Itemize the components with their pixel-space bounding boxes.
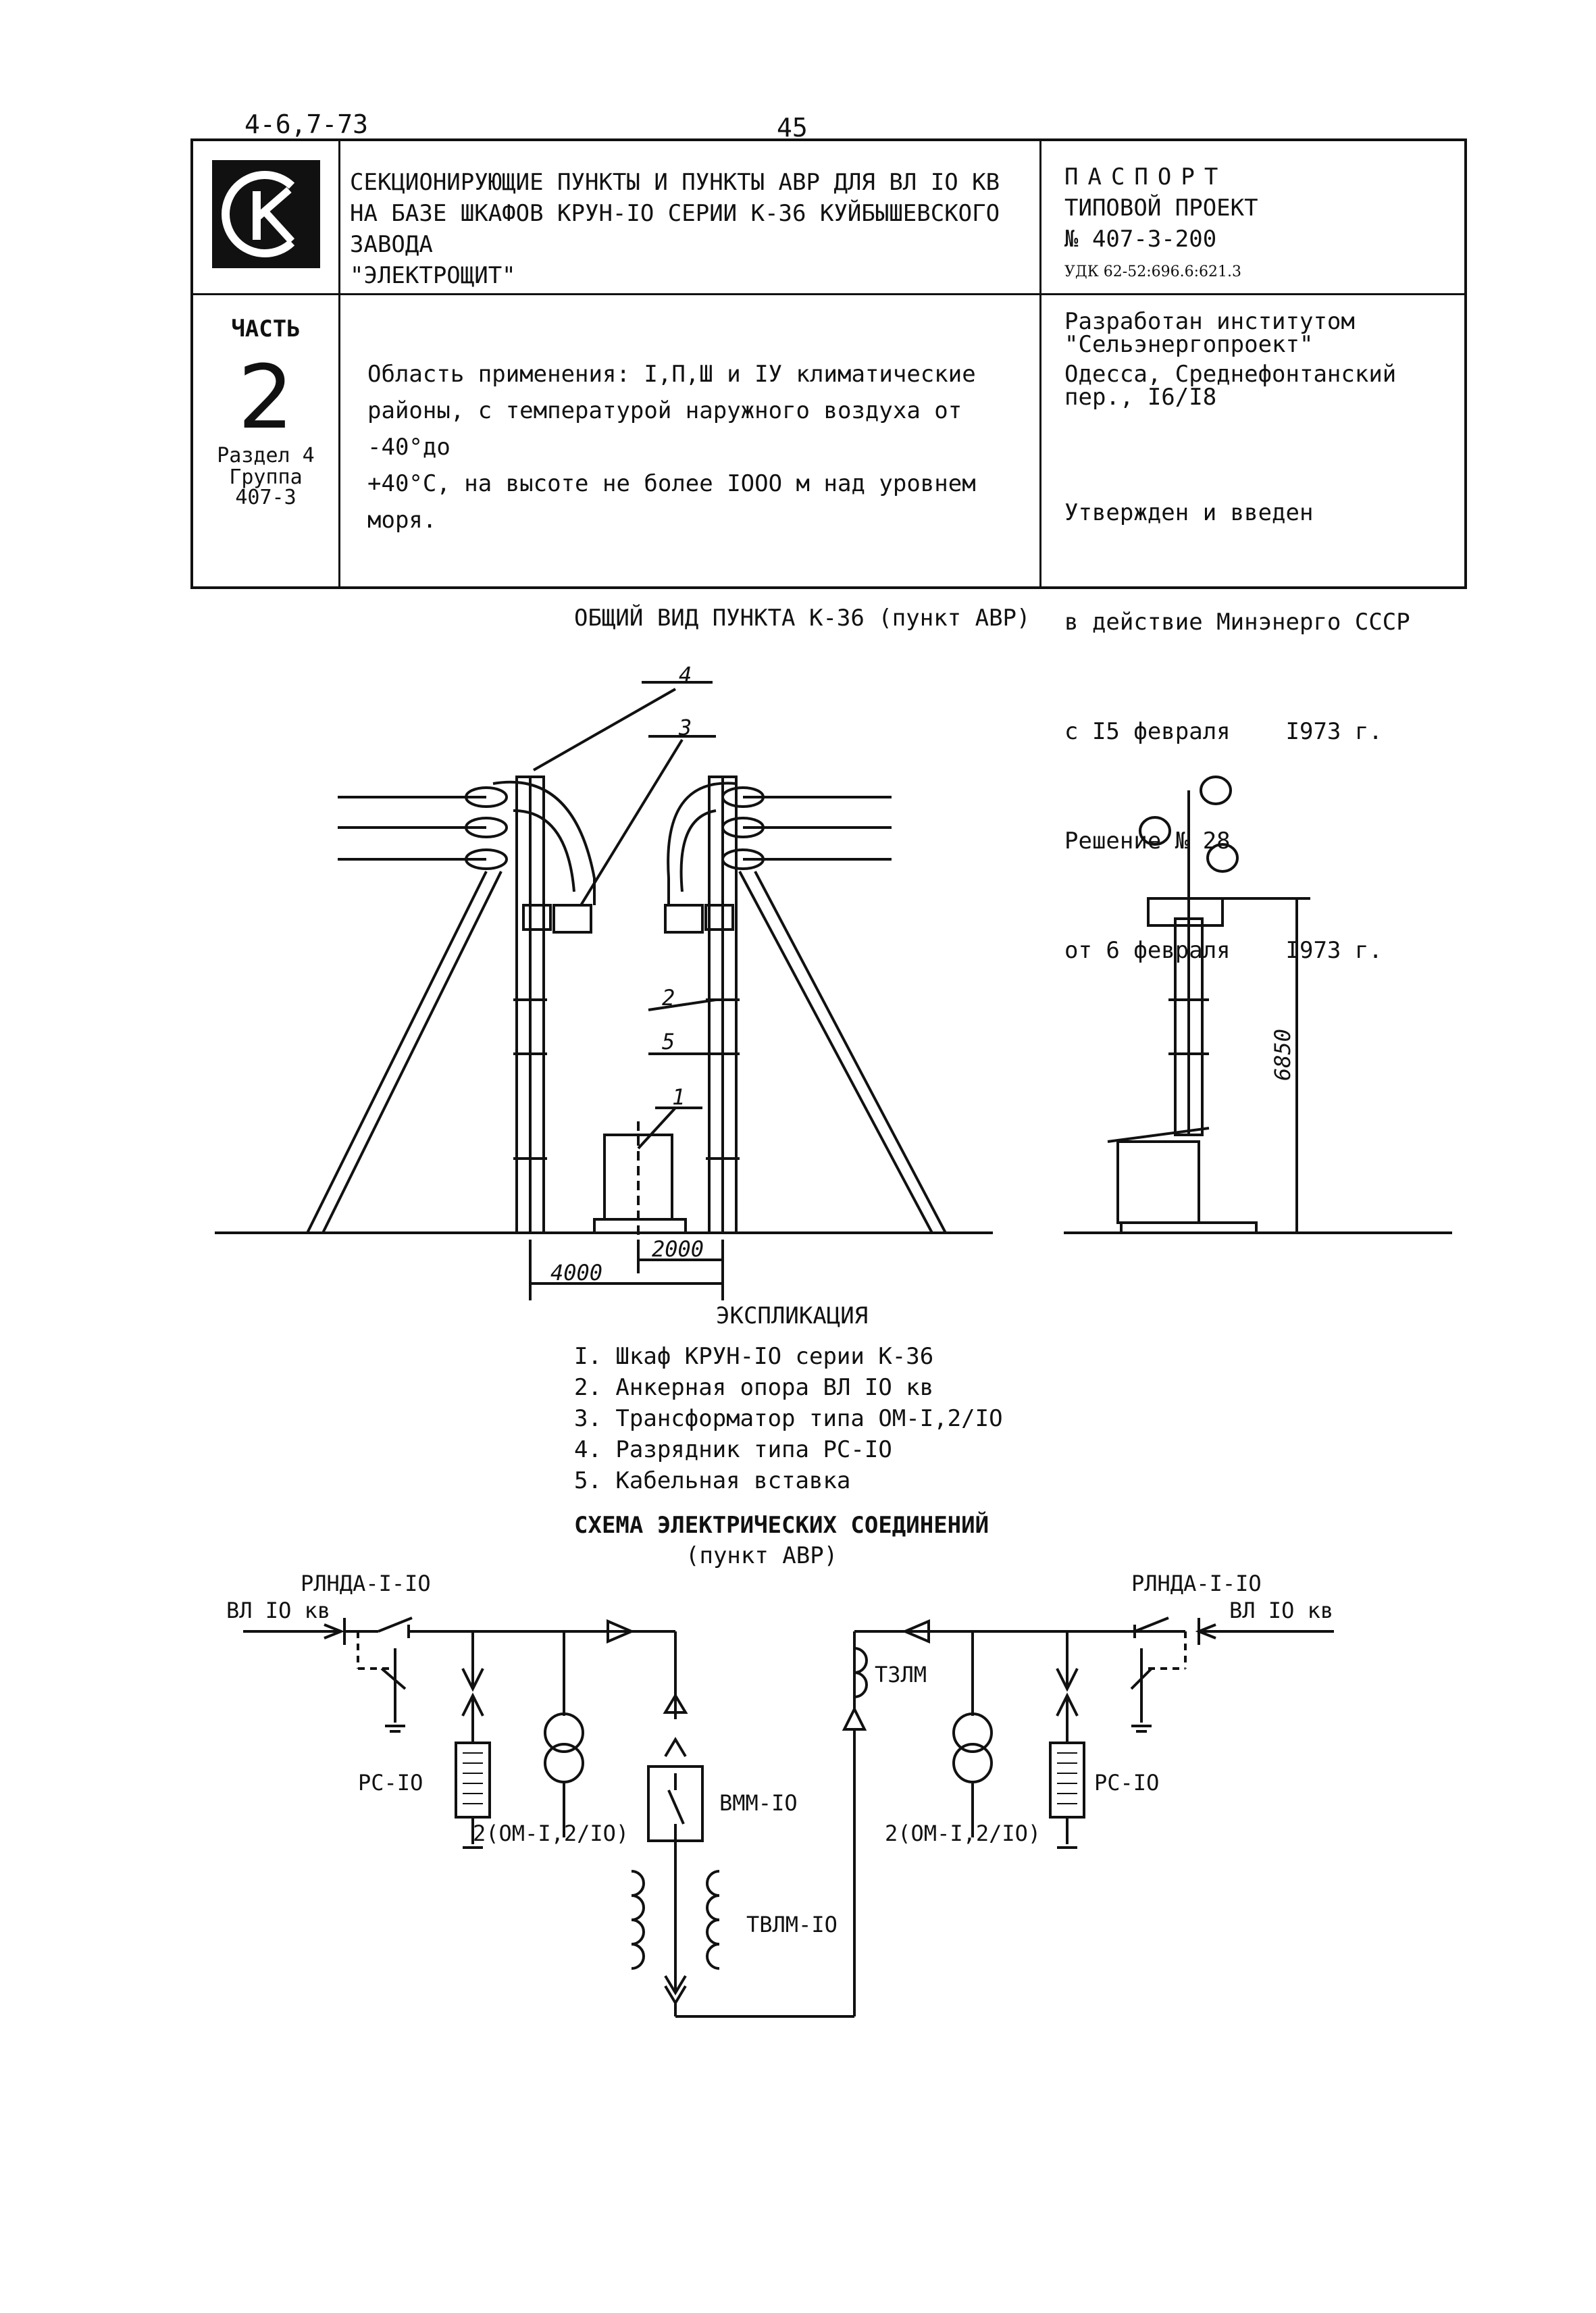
schematic-drawing: РЛНДА-I-IO ВЛ IO кв РЛНДА-I-IO ВЛ IO кв …: [226, 1571, 1334, 2018]
right-switch-label: РЛНДА-I-IO: [1131, 1571, 1262, 1596]
group-label: Группа: [229, 465, 303, 489]
explication-item: 4. Разрядник типа РС-IO: [574, 1436, 892, 1463]
developer-line-1: Разработан институтом: [1064, 308, 1355, 335]
approval-line-2: в действие Минэнерго СССР: [1064, 609, 1410, 636]
section-label: Раздел 4: [217, 444, 315, 467]
callout-1: 1: [672, 1084, 685, 1110]
group-number: 407-3: [235, 486, 297, 509]
schematic-subtitle: (пункт АВР): [686, 1542, 838, 1569]
explication-item: 3. Трансформатор типа ОМ-I,2/IO: [574, 1405, 1003, 1432]
explication-list: I. Шкаф КРУН-IO серии К-36 2. Анкерная о…: [574, 1341, 1003, 1496]
developer-line-2: "Сельэнергопроект": [1064, 331, 1314, 358]
schematic-title: СХЕМА ЭЛЕКТРИЧЕСКИХ СОЕДИНЕНИЙ: [574, 1512, 989, 1539]
application-line-1: Область применения: I,П,Ш и IУ климатиче…: [367, 361, 976, 388]
application-line-2: районы, с температурой наружного воздуха…: [367, 397, 962, 461]
transformer-left-label: 2(ОМ-I,2/IO): [473, 1821, 629, 1846]
project-title: СЕКЦИОНИРУЮЩИЕ ПУНКТЫ И ПУНКТЫ АВР ДЛЯ В…: [350, 167, 1032, 291]
breaker-label: ВММ-IO: [719, 1790, 798, 1816]
arrester-right-label: РС-IO: [1094, 1770, 1159, 1796]
document-code: 4-6,7-73: [244, 109, 369, 139]
left-line-label: ВЛ IO кв: [226, 1598, 330, 1623]
part-block: ЧАСТЬ 2 Раздел 4 Группа 407-3: [193, 313, 338, 508]
dimension-span-a: 4000: [550, 1260, 602, 1286]
title-line-2: НА БАЗЕ ШКАФОВ КРУН-IO СЕРИИ К-36 КУЙБЫШ…: [350, 200, 1000, 258]
ct-top-label: ТЗЛМ: [875, 1662, 927, 1687]
ct-bottom-label: ТВЛМ-IO: [746, 1912, 838, 1937]
general-view-drawing: 4 3 2 5 1 4000 2000 6850: [215, 662, 1452, 1300]
developer-block: Разработан институтом "Сельэнергопроект"…: [1064, 310, 1463, 409]
passport-block: ПАСПОРТ ТИПОВОЙ ПРОЕКТ № 407-3-200 УДК 6…: [1064, 161, 1456, 286]
ck-logo-icon: [222, 171, 295, 257]
callout-5: 5: [662, 1029, 675, 1054]
dimension-span-b: 2000: [652, 1236, 704, 1262]
transformer-right-label: 2(ОМ-I,2/IO): [885, 1821, 1041, 1846]
explication-title: ЭКСПЛИКАЦИЯ: [716, 1302, 869, 1329]
left-switch-label: РЛНДА-I-IO: [301, 1571, 431, 1596]
right-line-label: ВЛ IO кв: [1229, 1598, 1333, 1623]
callout-4: 4: [679, 662, 692, 688]
application-area: Область применения: I,П,Ш и IУ климатиче…: [367, 356, 1036, 538]
approval-block: Утвержден и введен в действие Минэнерго …: [1064, 422, 1463, 1042]
dimension-height: 6850: [1270, 1029, 1295, 1081]
header-table: СЕКЦИОНИРУЮЩИЕ ПУНКТЫ И ПУНКТЫ АВР ДЛЯ В…: [190, 138, 1467, 964]
passport-number: № 407-3-200: [1064, 226, 1217, 253]
explication-item: I. Шкаф КРУН-IO серии К-36: [574, 1343, 934, 1370]
arrester-left-label: РС-IO: [358, 1770, 423, 1796]
part-number: 2: [238, 346, 294, 449]
udk-code: УДК 62-52:696.6:621.3: [1064, 263, 1242, 280]
passport-label: ПАСПОРТ: [1064, 163, 1228, 190]
explication-item: 5. Кабельная вставка: [574, 1467, 851, 1494]
logo: [212, 160, 320, 268]
callout-3: 3: [678, 715, 692, 740]
developer-line-4: пер., I6/I8: [1064, 384, 1217, 411]
title-line-1: СЕКЦИОНИРУЮЩИЕ ПУНКТЫ И ПУНКТЫ АВР ДЛЯ В…: [350, 169, 1000, 196]
approval-line-5: от 6 февраля I973 г.: [1064, 937, 1383, 964]
approval-line-3: с I5 февраля I973 г.: [1064, 718, 1383, 745]
explication-item: 2. Анкерная опора ВЛ IO кв: [574, 1374, 934, 1401]
general-view-title: ОБЩИЙ ВИД ПУНКТА К-36 (пункт АВР): [574, 605, 1031, 632]
part-label: ЧАСТЬ: [231, 315, 301, 342]
developer-line-3: Одесса, Среднефонтанский: [1064, 361, 1397, 388]
title-line-3: "ЭЛЕКТРОЩИТ": [350, 262, 516, 289]
application-line-3: +40°С, на высоте не более IOOO м над уро…: [367, 470, 976, 534]
callout-2: 2: [662, 985, 675, 1011]
page-number: 45: [777, 113, 808, 143]
passport-project: ТИПОВОЙ ПРОЕКТ: [1064, 195, 1258, 222]
approval-line-1: Утвержден и введен: [1064, 499, 1314, 526]
